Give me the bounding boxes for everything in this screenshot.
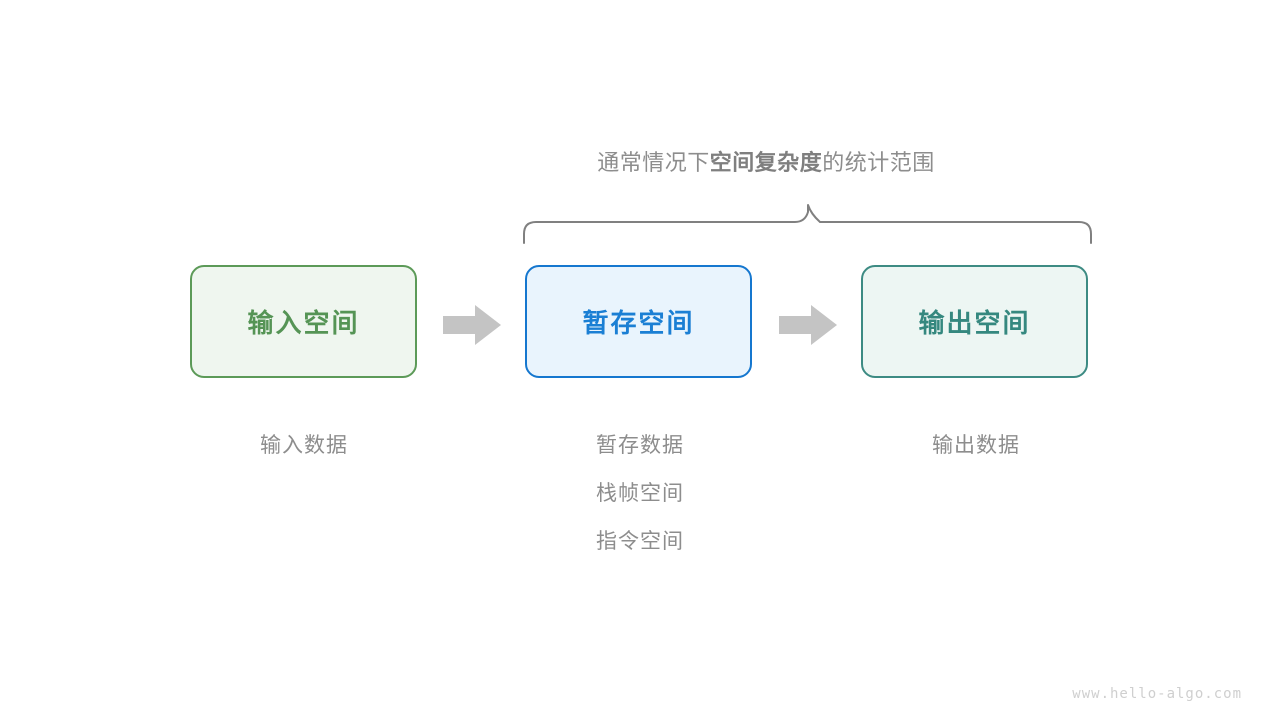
scope-brace [515,194,1100,254]
node-input-space-label: 输入空间 [247,308,360,338]
node-buffer-space[interactable]: 暂存空间 [525,265,752,378]
caption-column-input: 输入数据 [174,422,434,470]
scope-title-emphasis: 空间复杂度 [709,150,823,175]
caption-column-output: 输出数据 [846,422,1106,470]
flow-row: 输入空间 暂存空间 输出空间 [190,265,1090,380]
caption-item: 指令空间 [596,530,684,553]
caption-item: 暂存数据 [596,434,684,457]
node-input-space[interactable]: 输入空间 [190,265,417,378]
node-buffer-space-label: 暂存空间 [582,308,695,338]
arrow-right-icon [779,305,837,345]
caption-item: 输出数据 [932,434,1020,457]
scope-title: 通常情况下空间复杂度的统计范围 [0,148,1280,178]
node-output-space-label: 输出空间 [918,308,1031,338]
caption-item: 输入数据 [260,434,348,457]
caption-column-buffer: 暂存数据 栈帧空间 指令空间 [510,422,770,566]
node-output-space[interactable]: 输出空间 [861,265,1088,378]
caption-item: 栈帧空间 [596,482,684,505]
scope-title-suffix: 的统计范围 [822,150,935,175]
arrow-right-icon [443,305,501,345]
scope-title-prefix: 通常情况下 [597,150,710,175]
watermark: www.hello-algo.com [1072,686,1242,702]
